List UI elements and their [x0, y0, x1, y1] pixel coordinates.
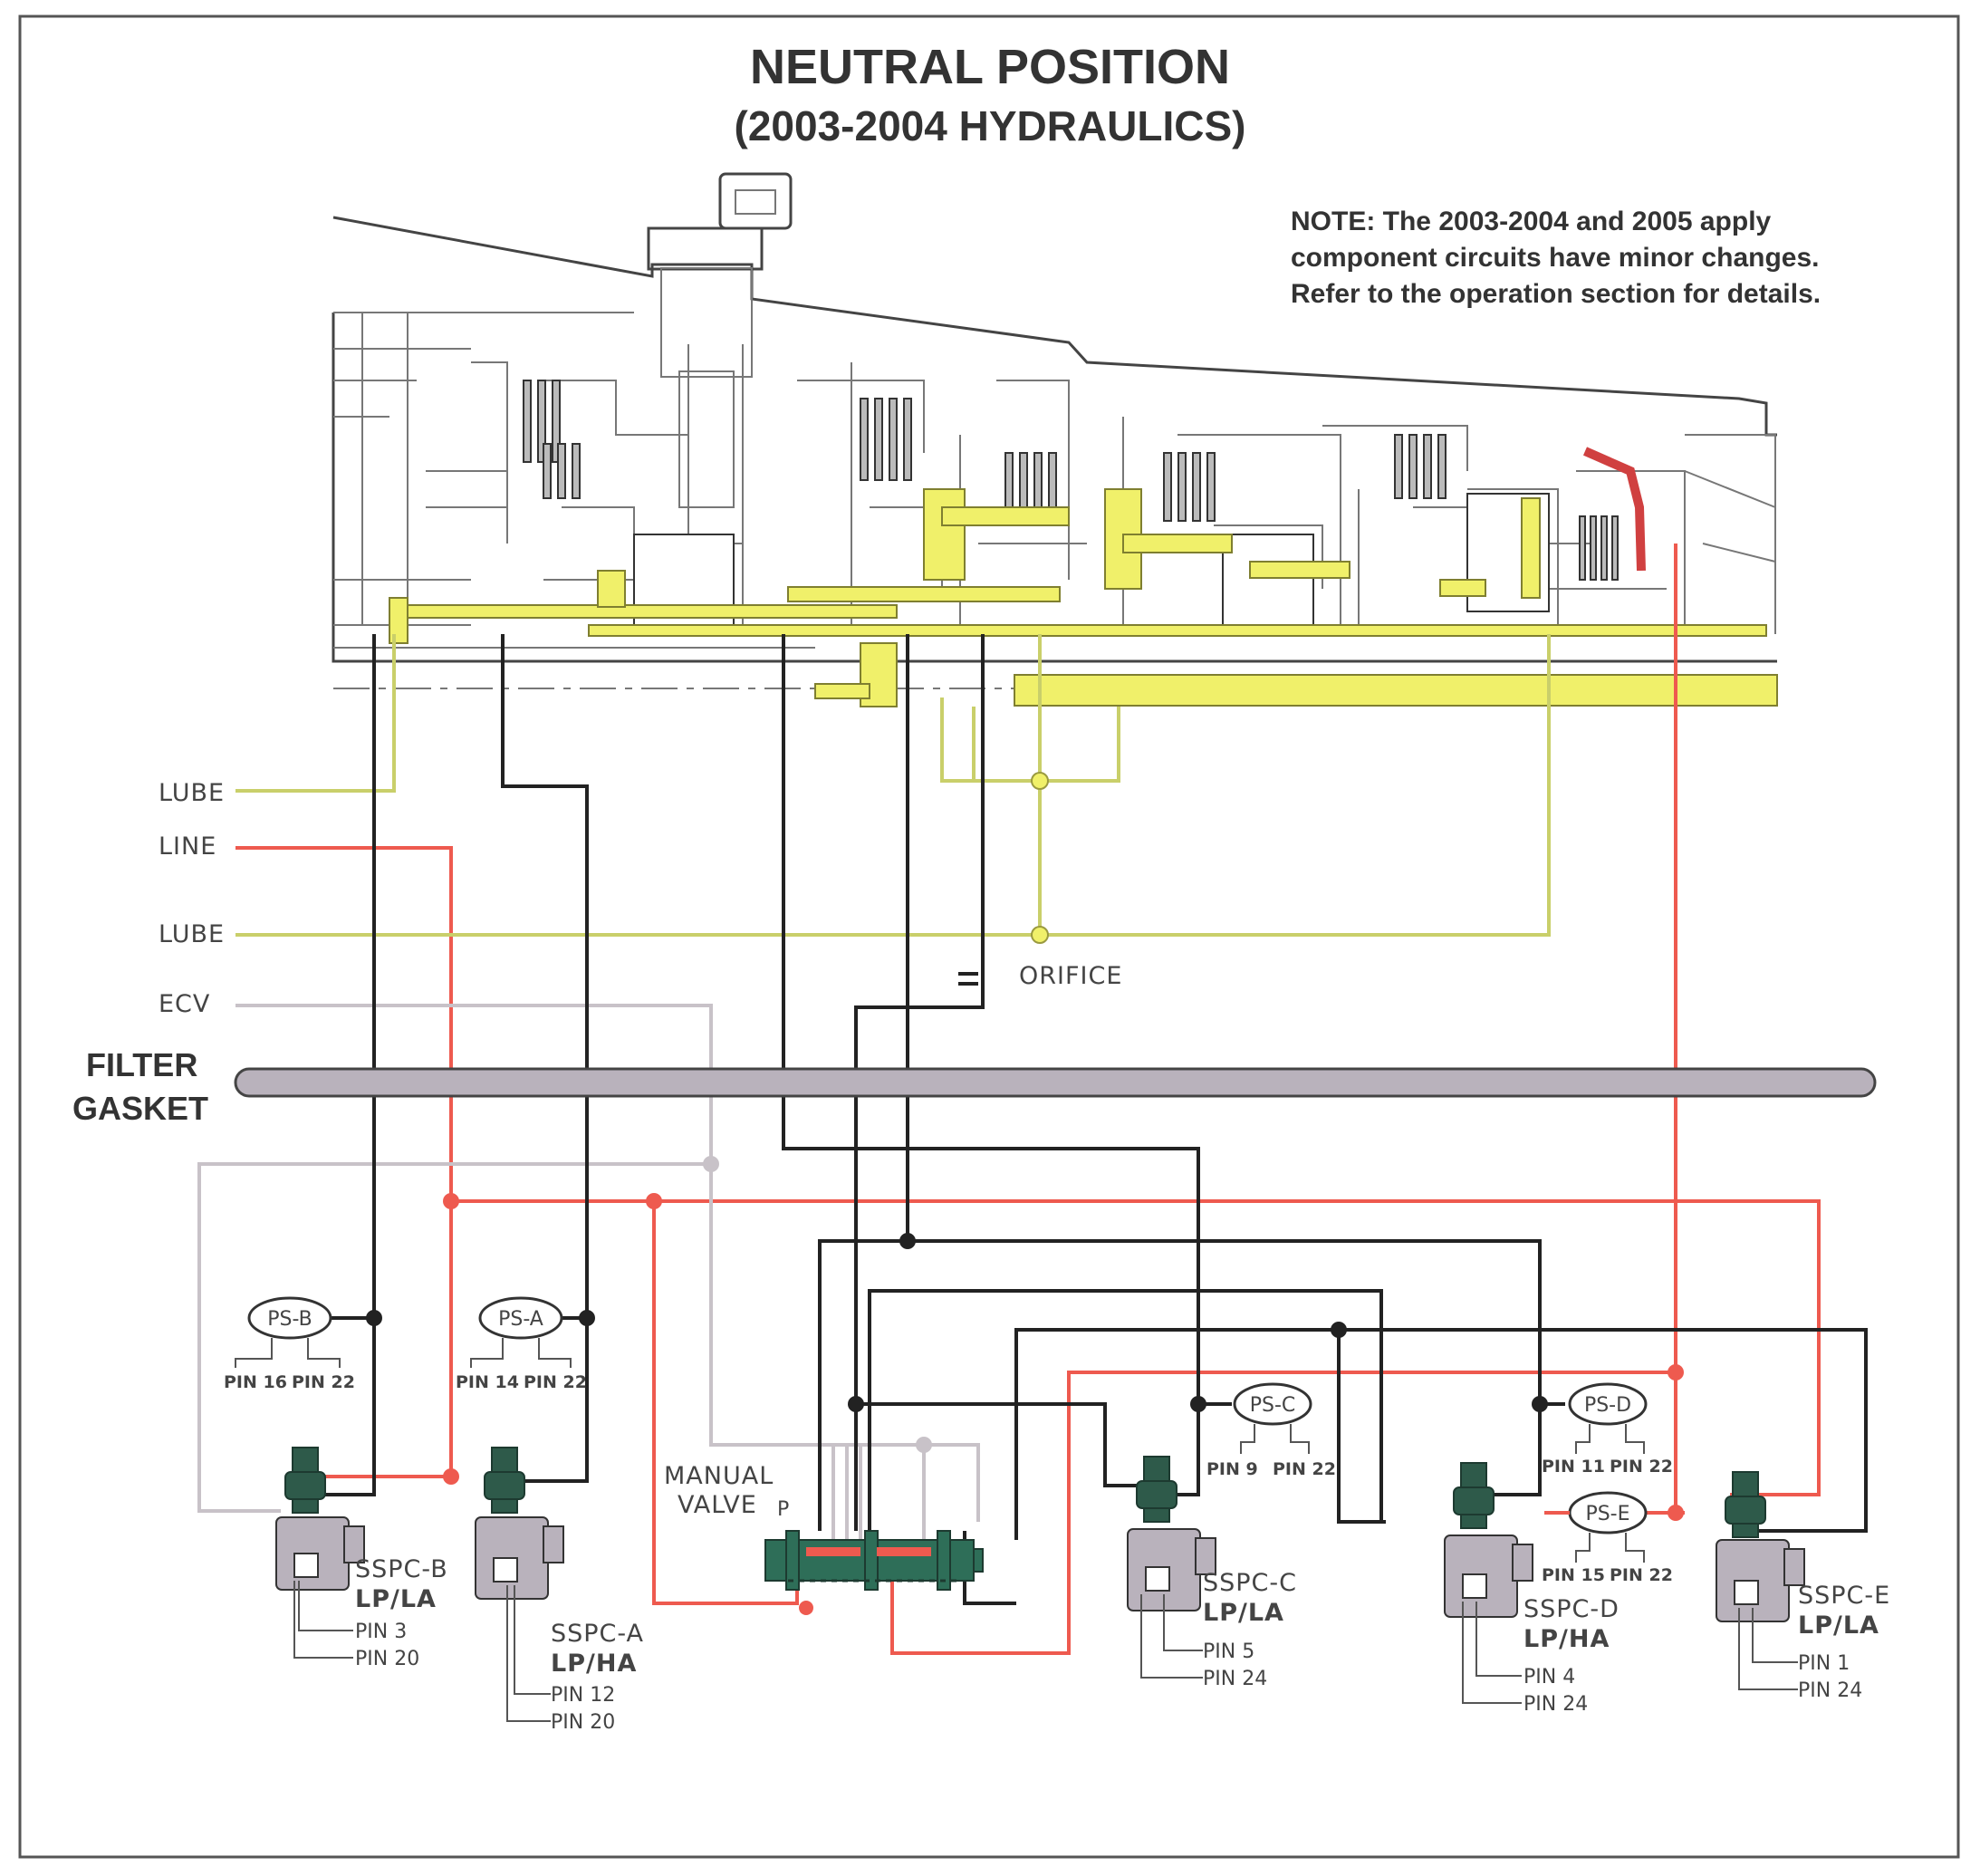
- ps-c-label: PS-C: [1250, 1394, 1296, 1417]
- ps-c-pin-2: PIN 22: [1273, 1459, 1336, 1479]
- pressure-switch-ps-c: PS-C PIN 9 PIN 22: [1206, 1382, 1336, 1479]
- orifice-label: ORIFICE: [1019, 962, 1122, 990]
- lube-lower-label: LUBE: [159, 920, 225, 948]
- sspc-c-pin-1: PIN 5: [1203, 1640, 1254, 1663]
- title-line-2: (2003-2004 HYDRAULICS): [735, 102, 1246, 149]
- sspc-a-pin-1: PIN 12: [551, 1684, 615, 1707]
- pressure-switch-ps-e: PS-E PIN 15 PIN 22: [1542, 1491, 1673, 1585]
- lube-upper-label: LUBE: [159, 779, 225, 807]
- ps-e-pin-2: PIN 22: [1610, 1565, 1673, 1585]
- pressure-switch-ps-a: PS-A PIN 14 PIN 22: [456, 1296, 587, 1392]
- title-line-1: NEUTRAL POSITION: [750, 40, 1230, 94]
- filter-gasket: FILTER GASKET: [72, 1046, 1877, 1127]
- manual-valve-position: P: [777, 1498, 789, 1521]
- sspc-a-name: SSPC-A: [551, 1620, 644, 1648]
- ps-b-label: PS-B: [267, 1308, 312, 1331]
- solenoid-sspc-e: SSPC-E LP/LA PIN 1 PIN 24: [1716, 1471, 1890, 1702]
- note-block: NOTE: The 2003-2004 and 2005 apply compo…: [1291, 207, 1821, 309]
- manual-valve-label-1: MANUAL: [664, 1462, 774, 1490]
- sspc-d-type: LP/HA: [1523, 1625, 1610, 1653]
- sspc-b-pin-1: PIN 3: [355, 1621, 407, 1643]
- sspc-c-type: LP/LA: [1203, 1599, 1284, 1627]
- line-label: LINE: [159, 832, 216, 861]
- sspc-a-type: LP/HA: [551, 1650, 637, 1678]
- pressure-switch-ps-b: PS-B PIN 16 PIN 22: [224, 1296, 355, 1392]
- ps-d-pin-2: PIN 22: [1610, 1457, 1673, 1477]
- sspc-d-name: SSPC-D: [1523, 1595, 1620, 1623]
- manual-valve: MANUAL VALVE P: [664, 1462, 984, 1591]
- ecv-label: ECV: [159, 990, 210, 1018]
- solenoid-sspc-c: SSPC-C LP/LA PIN 5 PIN 24: [1127, 1456, 1297, 1690]
- ps-d-pin-1: PIN 11: [1542, 1457, 1605, 1477]
- note-line-1: NOTE: The 2003-2004 and 2005 apply: [1291, 207, 1772, 236]
- clutch-packs: [523, 380, 1619, 581]
- transmission-cross-section: [332, 172, 1778, 707]
- sspc-b-pin-2: PIN 20: [355, 1648, 419, 1670]
- ps-c-pin-1: PIN 9: [1206, 1459, 1258, 1479]
- planetary-2: [1222, 534, 1314, 626]
- sspc-e-type: LP/LA: [1798, 1611, 1879, 1640]
- ps-b-pin-1: PIN 16: [224, 1372, 287, 1392]
- lube-lower-circuit: LUBE: [159, 634, 1551, 948]
- manual-valve-label-2: VALVE: [678, 1491, 757, 1519]
- sspc-d-pin-2: PIN 24: [1523, 1693, 1588, 1716]
- ps-a-label: PS-A: [498, 1308, 543, 1331]
- filter-gasket-label-2: GASKET: [72, 1090, 208, 1127]
- lube-passages: [389, 488, 1778, 707]
- sspc-e-name: SSPC-E: [1798, 1582, 1890, 1610]
- sspc-c-name: SSPC-C: [1203, 1569, 1297, 1597]
- filter-gasket-label-1: FILTER: [86, 1046, 197, 1083]
- filter-gasket-bar: [234, 1067, 1877, 1098]
- planetary-1: [633, 534, 735, 635]
- ecv-circuit: ECV: [159, 990, 980, 1540]
- note-line-3: Refer to the operation section for detai…: [1291, 279, 1821, 309]
- solenoid-sspc-b: SSPC-B LP/LA PIN 3 PIN 20: [275, 1447, 448, 1670]
- sspc-b-name: SSPC-B: [355, 1555, 448, 1583]
- line-circuit: LINE: [159, 544, 1821, 1655]
- lube-upper-circuit: LUBE: [159, 634, 396, 807]
- ps-e-pin-1: PIN 15: [1542, 1565, 1605, 1585]
- solenoid-sspc-a: SSPC-A LP/HA PIN 12 PIN 20: [475, 1447, 644, 1734]
- sspc-e-pin-2: PIN 24: [1798, 1679, 1862, 1702]
- pressure-switch-ps-d: PS-D PIN 11 PIN 22: [1542, 1382, 1673, 1477]
- sspc-d-pin-1: PIN 4: [1523, 1666, 1575, 1688]
- ps-d-label: PS-D: [1584, 1394, 1631, 1417]
- sspc-e-pin-1: PIN 1: [1798, 1652, 1850, 1675]
- junction-dots: [366, 772, 1684, 1615]
- sspc-c-pin-2: PIN 24: [1203, 1668, 1267, 1690]
- ps-a-pin-2: PIN 22: [524, 1372, 587, 1392]
- sspc-b-type: LP/LA: [355, 1585, 437, 1613]
- ps-b-pin-2: PIN 22: [292, 1372, 355, 1392]
- solenoid-sspc-d: SSPC-D LP/HA PIN 4 PIN 24: [1444, 1462, 1620, 1716]
- ps-e-label: PS-E: [1585, 1503, 1629, 1525]
- ps-a-pin-1: PIN 14: [456, 1372, 519, 1392]
- sspc-a-pin-2: PIN 20: [551, 1711, 615, 1734]
- note-line-2: component circuits have minor changes.: [1291, 243, 1819, 273]
